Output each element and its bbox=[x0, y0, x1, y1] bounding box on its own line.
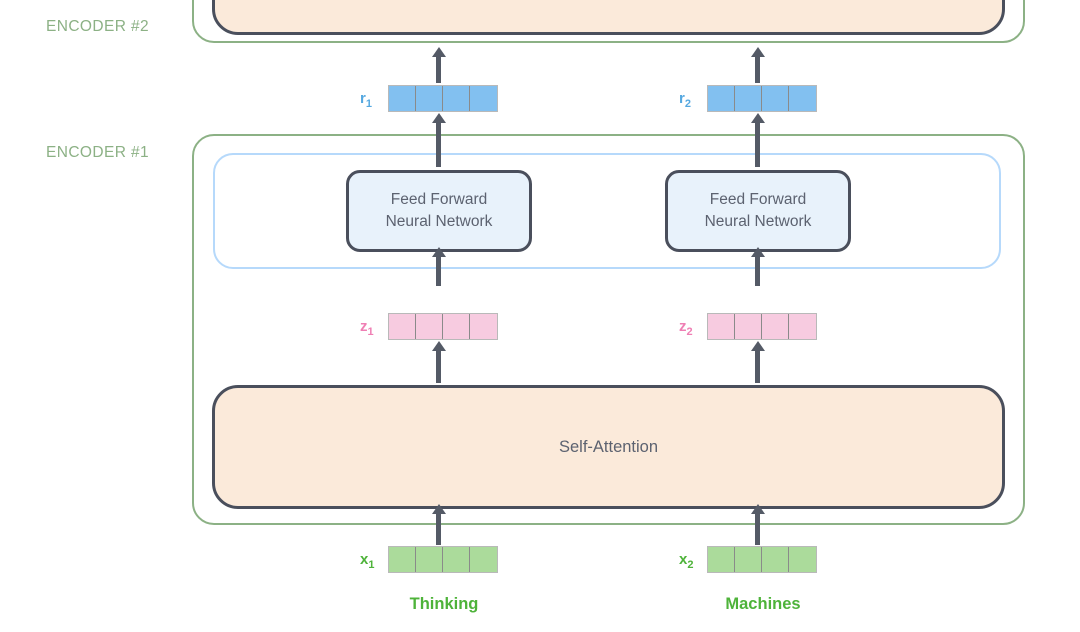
vector-cell bbox=[708, 314, 735, 339]
feed-forward-label-line-2: Neural Network bbox=[704, 213, 812, 230]
vector-cell bbox=[762, 86, 789, 111]
vector-cell bbox=[762, 314, 789, 339]
vector-label-subscript: 2 bbox=[686, 326, 693, 338]
vector-label-base: r bbox=[360, 90, 366, 107]
arrow-self-attention-to-z1 bbox=[436, 350, 441, 383]
vector-label-subscript: 1 bbox=[365, 98, 372, 110]
encoder-output-vector-r2 bbox=[707, 85, 817, 112]
vector-cell bbox=[443, 86, 470, 111]
input-embedding-vector-x2 bbox=[707, 546, 817, 573]
feed-forward-box-column-2: Feed Forward Neural Network bbox=[665, 170, 851, 252]
vector-cell bbox=[789, 547, 816, 572]
vector-label-x1: x1 bbox=[360, 551, 374, 571]
arrow-x2-to-self-attention bbox=[755, 513, 760, 545]
feed-forward-box-column-1: Feed Forward Neural Network bbox=[346, 170, 532, 252]
vector-cell bbox=[443, 547, 470, 572]
vector-cell bbox=[416, 547, 443, 572]
vector-label-base: x bbox=[360, 551, 369, 568]
vector-cell bbox=[789, 314, 816, 339]
vector-label-x2: x2 bbox=[679, 551, 693, 571]
vector-cell bbox=[389, 314, 416, 339]
vector-cell bbox=[389, 547, 416, 572]
vector-cell bbox=[762, 547, 789, 572]
vector-cell bbox=[708, 86, 735, 111]
vector-cell bbox=[416, 314, 443, 339]
arrow-x1-to-self-attention bbox=[436, 513, 441, 545]
vector-cell bbox=[708, 547, 735, 572]
input-word-label-thinking: Thinking bbox=[409, 595, 479, 613]
feed-forward-label-line-1: Feed Forward bbox=[390, 191, 488, 208]
arrow-z2-to-feed-forward bbox=[755, 256, 760, 286]
vector-label-base: z bbox=[679, 318, 687, 335]
vector-label-subscript: 1 bbox=[367, 326, 374, 338]
feed-forward-sublayer-container bbox=[213, 153, 1001, 269]
input-word-label-machines: Machines bbox=[725, 595, 801, 613]
arrow-r2-to-encoder-2 bbox=[755, 56, 760, 83]
vector-label-subscript: 1 bbox=[368, 559, 375, 571]
vector-cell bbox=[735, 314, 762, 339]
arrow-feed-forward-to-r2 bbox=[755, 122, 760, 167]
vector-cell bbox=[389, 86, 416, 111]
vector-cell bbox=[470, 547, 497, 572]
encoder-2-label: ENCODER #2 bbox=[46, 18, 150, 35]
vector-label-subscript: 2 bbox=[684, 98, 691, 110]
encoder-1-container bbox=[192, 134, 1025, 525]
vector-cell bbox=[470, 86, 497, 111]
encoder-2-self-attention-box bbox=[212, 0, 1005, 35]
self-attention-output-vector-z2 bbox=[707, 313, 817, 340]
encoder-2-container bbox=[192, 0, 1025, 43]
vector-cell bbox=[789, 86, 816, 111]
vector-cell bbox=[470, 314, 497, 339]
arrow-self-attention-to-z2 bbox=[755, 350, 760, 383]
vector-label-subscript: 2 bbox=[687, 559, 694, 571]
vector-label-r2: r2 bbox=[679, 90, 691, 110]
vector-cell bbox=[735, 86, 762, 111]
arrow-z1-to-feed-forward bbox=[436, 256, 441, 286]
vector-cell bbox=[443, 314, 470, 339]
encoder-output-vector-r1 bbox=[388, 85, 498, 112]
encoder-1-label: ENCODER #1 bbox=[46, 144, 150, 161]
input-embedding-vector-x1 bbox=[388, 546, 498, 573]
feed-forward-label-line-1: Feed Forward bbox=[709, 191, 807, 208]
vector-cell bbox=[735, 547, 762, 572]
vector-label-z2: z2 bbox=[679, 318, 693, 338]
vector-label-base: x bbox=[679, 551, 688, 568]
vector-cell bbox=[416, 86, 443, 111]
vector-label-base: r bbox=[679, 90, 685, 107]
self-attention-output-vector-z1 bbox=[388, 313, 498, 340]
encoder-1-self-attention-box: Self-Attention bbox=[212, 385, 1005, 509]
arrow-r1-to-encoder-2 bbox=[436, 56, 441, 83]
feed-forward-label-line-2: Neural Network bbox=[385, 213, 493, 230]
vector-label-z1: z1 bbox=[360, 318, 374, 338]
vector-label-base: z bbox=[360, 318, 368, 335]
vector-label-r1: r1 bbox=[360, 90, 372, 110]
arrow-feed-forward-to-r1 bbox=[436, 122, 441, 167]
self-attention-label: Self-Attention bbox=[558, 437, 659, 456]
